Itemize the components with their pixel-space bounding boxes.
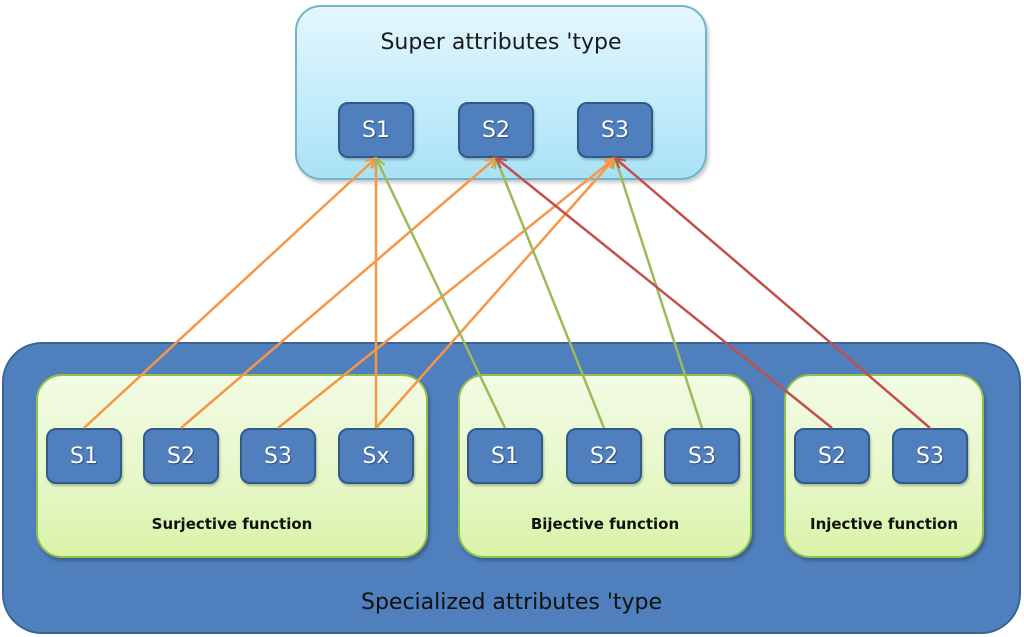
surjective-node-s2: S2 <box>143 428 219 484</box>
super-attributes-title: Super attributes 'type <box>380 30 622 55</box>
surjective-node-s1: S1 <box>46 428 122 484</box>
injective-group-label: Injective function <box>809 515 959 533</box>
injective-node-s3: S3 <box>892 428 968 484</box>
super-node-s1: S1 <box>338 102 414 158</box>
surjective-group-label: Surjective function <box>151 515 313 533</box>
bijective-node-s3: S3 <box>664 428 740 484</box>
bijective-group-label: Bijective function <box>530 515 680 533</box>
specialized-attributes-title: Specialized attributes 'type <box>360 590 663 615</box>
surjective-node-sx: Sx <box>338 428 414 484</box>
surjective-node-s3: S3 <box>240 428 316 484</box>
bijective-node-s1: S1 <box>467 428 543 484</box>
super-node-s3: S3 <box>577 102 653 158</box>
super-node-s2: S2 <box>458 102 534 158</box>
bijective-node-s2: S2 <box>566 428 642 484</box>
injective-node-s2: S2 <box>794 428 870 484</box>
